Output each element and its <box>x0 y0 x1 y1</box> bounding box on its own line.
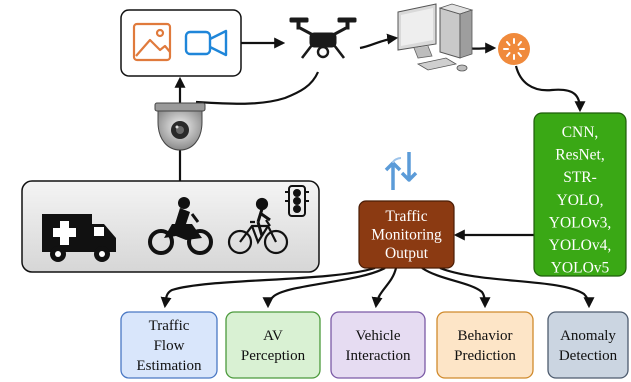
task-box <box>330 311 426 379</box>
task-av-perception: AV Perception <box>225 311 321 379</box>
task-line-0: Traffic <box>149 318 190 334</box>
arrow-drone-to-computer <box>359 33 399 50</box>
task-line-0: Vehicle <box>356 328 401 344</box>
traffic-light-icon <box>285 185 309 217</box>
arrow-output-to-anomaly-detection <box>439 266 595 309</box>
task-line-1: Detection <box>559 348 618 364</box>
vehicles-panel <box>21 180 320 273</box>
task-label: AV Perception <box>241 328 306 364</box>
output-line-1: Monitoring <box>371 227 442 244</box>
connectors <box>160 33 595 309</box>
task-line-2: Estimation <box>137 358 202 374</box>
model-line-5: YOLOv4, <box>549 237 611 254</box>
task-line-1: Prediction <box>454 348 516 364</box>
task-line-1: Flow <box>154 338 185 354</box>
models-box: CNN, ResNet, STR- YOLO, YOLOv3, YOLOv4, YOLOv5 <box>533 112 627 277</box>
desktop-computer-icon <box>397 3 474 72</box>
processing-spinner-icon <box>498 33 530 65</box>
task-box <box>436 311 534 379</box>
arrow-spinner-to-models <box>514 65 586 113</box>
task-line-1: Perception <box>241 348 306 364</box>
output-line-2: Output <box>385 245 429 262</box>
task-line-0: Behavior <box>458 328 513 344</box>
task-line-0: Anomaly <box>560 328 616 344</box>
model-list: CNN, ResNet, STR- YOLO, YOLOv3, YOLOv4, YOLOv5 <box>549 124 611 277</box>
motorcycle-icon <box>148 197 213 255</box>
task-line-0: AV <box>263 328 283 344</box>
drone-icon <box>289 17 357 59</box>
model-line-6: YOLOv5 <box>551 260 610 277</box>
arrow-output-to-av-perception <box>262 267 386 309</box>
image-icon <box>132 22 172 62</box>
task-box <box>547 311 629 379</box>
arrow-output-to-behavior-prediction <box>421 267 491 309</box>
model-line-0: CNN, <box>562 124 599 141</box>
task-box <box>120 311 218 379</box>
media-input-box <box>120 9 242 77</box>
ambulance-icon <box>42 214 116 262</box>
task-line-1: Interaction <box>346 348 411 364</box>
task-box <box>225 311 321 379</box>
model-line-2: STR- <box>563 169 597 186</box>
arrow-output-to-traffic-flow <box>160 266 376 309</box>
video-camera-icon <box>184 29 228 57</box>
cctv-camera-icon <box>154 102 206 151</box>
arrow-output-to-vehicle-interaction <box>371 267 398 309</box>
model-line-3: YOLO, <box>557 192 604 209</box>
model-line-1: ResNet, <box>555 147 605 164</box>
output-line-0: Traffic <box>385 208 427 225</box>
arrow-camera-to-drone <box>195 71 320 105</box>
model-line-4: YOLOv3, <box>549 214 611 231</box>
bicycle-icon <box>227 197 289 255</box>
bidirectional-road-icon <box>384 152 418 190</box>
